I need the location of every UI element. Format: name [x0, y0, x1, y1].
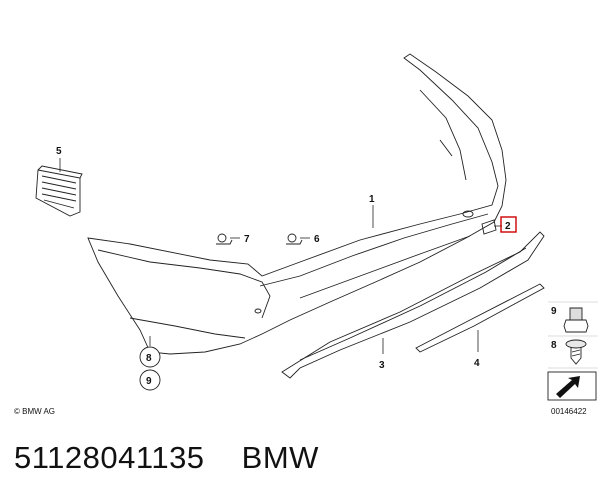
part-caption: 51128041135 BMW	[14, 440, 319, 476]
legend: 9 8	[547, 301, 598, 401]
image-number-label: 00146422	[551, 407, 587, 416]
part-7-clip	[216, 233, 233, 245]
brand-label: BMW	[241, 440, 319, 475]
callout-8: 8	[146, 353, 152, 364]
callout-3: 3	[379, 360, 385, 371]
callout-9-circle	[139, 369, 161, 391]
callout-2: 2	[505, 221, 511, 232]
callout-8-circle	[139, 346, 161, 368]
part-2-cover	[481, 219, 497, 235]
callout-5: 5	[56, 146, 62, 157]
part-1-bumper	[87, 53, 507, 355]
callout-1: 1	[369, 194, 375, 205]
part-number: 51128041135	[14, 440, 205, 475]
callout-6: 6	[314, 234, 320, 245]
callout-4: 4	[474, 358, 480, 369]
parts-diagram: 5 1 7 6 2 3 4	[14, 53, 598, 416]
callout-2-highlight	[500, 216, 517, 233]
copyright-label: © BMW AG	[14, 407, 55, 416]
clip-nut-icon	[563, 307, 589, 333]
screw-icon	[565, 339, 587, 365]
part-6-clip	[286, 233, 303, 245]
part-3-diffuser	[281, 231, 545, 379]
part-5-grille	[35, 165, 83, 217]
callout-7: 7	[244, 234, 250, 245]
part-4-trim-strip	[415, 283, 545, 353]
legend-item-9-number: 9	[551, 306, 557, 317]
callout-9: 9	[146, 376, 152, 387]
legend-item-8-number: 8	[551, 340, 557, 351]
arrow-icon	[556, 376, 580, 398]
